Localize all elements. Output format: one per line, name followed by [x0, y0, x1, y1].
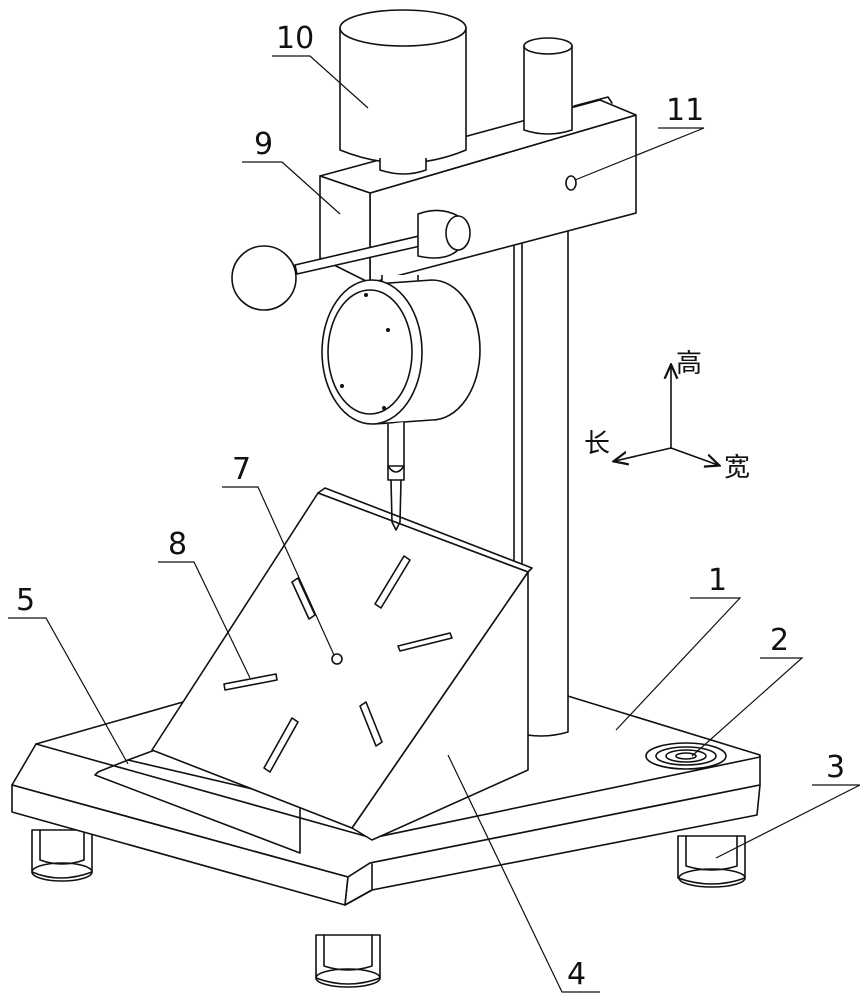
- width-arrow: [670, 447, 718, 465]
- foot-front: [315, 934, 381, 988]
- length-label: 长: [584, 429, 610, 459]
- callout-4: 4: [447, 754, 600, 993]
- scribe-marks: [223, 555, 453, 773]
- callout-label-11: 11: [666, 93, 704, 128]
- callout-label-4: 4: [567, 957, 586, 992]
- level-bubble: [645, 742, 727, 770]
- callout-5: 5: [8, 583, 129, 765]
- rear-pillar: [523, 37, 573, 135]
- height-label: 高: [676, 349, 702, 379]
- callout-label-1: 1: [708, 563, 727, 598]
- callout-3: 3: [715, 750, 860, 859]
- callout-7: 7: [222, 452, 335, 656]
- callout-10: 10: [272, 21, 369, 109]
- foot-right: [677, 835, 746, 888]
- callout-1: 1: [615, 563, 742, 731]
- callout-label-3: 3: [826, 750, 845, 785]
- inclined-block: [151, 487, 533, 841]
- callout-label-10: 10: [276, 21, 314, 56]
- callout-label-8: 8: [168, 527, 187, 562]
- handle: [231, 209, 471, 311]
- top-weight: [339, 9, 467, 175]
- callout-label-7: 7: [232, 452, 251, 487]
- callout-label-5: 5: [16, 583, 35, 618]
- callout-9: 9: [242, 127, 341, 215]
- width-label: 宽: [724, 453, 750, 483]
- callout-label-2: 2: [770, 623, 789, 658]
- center-hole: [331, 653, 343, 665]
- callout-8: 8: [158, 527, 251, 679]
- callout-11: 11: [574, 93, 705, 181]
- length-arrow: [615, 447, 672, 461]
- axis-indicator: 高 长 宽: [584, 349, 750, 483]
- callout-2: 2: [691, 623, 804, 757]
- foot-left: [31, 829, 93, 882]
- callout-label-9: 9: [254, 127, 273, 162]
- dial-gauge: [321, 275, 481, 531]
